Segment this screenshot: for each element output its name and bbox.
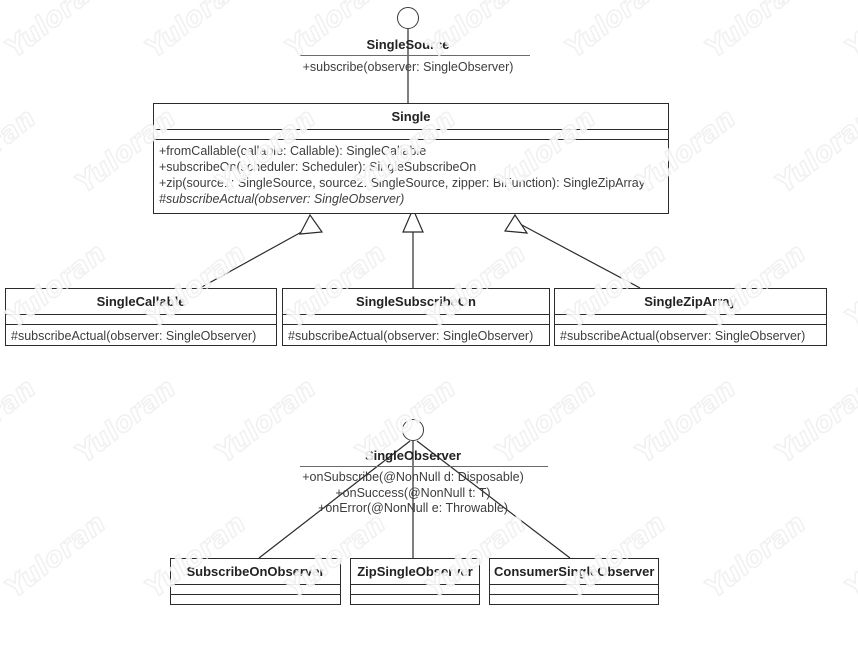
class-methods-single-subscribe-on: #subscribeActual(observer: SingleObserve…: [283, 325, 549, 348]
interface-separator-single-source: [300, 55, 530, 56]
class-method: #subscribeActual(observer: SingleObserve…: [11, 329, 257, 343]
class-separator: [283, 314, 549, 315]
lollipop-circle-single-source: [397, 7, 419, 29]
class-separator: [555, 314, 826, 315]
edge-singlezipar{ray}-to-single: [519, 223, 641, 289]
class-separator: [154, 139, 668, 140]
edge-subscribeonobserver-to-singleobserver: [258, 440, 411, 559]
lollipop-circle-single-observer: [402, 419, 424, 441]
interface-members-single-observer: +onSubscribe(@NonNull d: Disposable) +on…: [293, 470, 533, 517]
class-methods-single-zip-array: #subscribeActual(observer: SingleObserve…: [555, 325, 826, 348]
class-separator: [171, 584, 340, 585]
interface-member: +onError(@NonNull e: Throwable): [318, 501, 508, 515]
interface-separator-single-observer: [300, 466, 548, 467]
class-attributes-consumer-single-observer: [490, 585, 658, 594]
class-method: +zip(source1: SingleSource, source2: Sin…: [159, 176, 646, 190]
class-box-zip-single-observer[interactable]: ZipSingleObserver: [350, 558, 480, 605]
class-box-single[interactable]: Single +fromCallable(callable: Callable)…: [153, 103, 669, 214]
class-separator: [171, 594, 340, 595]
arrowhead-generalization-singlesubscribeon: [402, 207, 424, 233]
class-name-single-zip-array: SingleZipArray: [644, 294, 737, 309]
class-method: +fromCallable(callable: Callable): Singl…: [159, 144, 427, 158]
interface-single-observer: SingleObserver +onSubscribe(@NonNull d: …: [0, 410, 858, 520]
class-attributes-subscribe-on-observer: [171, 585, 340, 594]
interface-member: +onSubscribe(@NonNull d: Disposable): [302, 470, 524, 484]
class-method-abstract: #subscribeActual(observer: SingleObserve…: [159, 192, 405, 206]
class-methods-single-callable: #subscribeActual(observer: SingleObserve…: [6, 325, 276, 348]
class-separator: [555, 324, 826, 325]
class-box-single-zip-array[interactable]: SingleZipArray #subscribeActual(observer…: [554, 288, 827, 346]
class-methods-subscribe-on-observer: [171, 595, 340, 604]
interface-member: +onSuccess(@NonNull t: T): [335, 485, 491, 500]
edge-singlecallable-to-single: [199, 223, 317, 289]
class-attributes-single-zip-array: [555, 315, 826, 324]
interface-member: +subscribe(observer: SingleObserver): [302, 60, 514, 74]
class-name-zip-single-observer: ZipSingleObserver: [357, 564, 473, 579]
interface-name-single-observer: SingleObserver: [364, 448, 462, 463]
class-box-subscribe-on-observer[interactable]: SubscribeOnObserver: [170, 558, 341, 605]
class-separator: [283, 324, 549, 325]
class-separator: [6, 324, 276, 325]
class-name-single-subscribe-on: SingleSubscribeOn: [356, 294, 476, 309]
class-methods-single: +fromCallable(callable: Callable): Singl…: [154, 140, 668, 211]
class-separator: [351, 584, 479, 585]
class-name-single-callable: SingleCallable: [96, 294, 186, 309]
class-separator: [154, 129, 668, 130]
class-separator: [351, 594, 479, 595]
class-separator: [490, 594, 658, 595]
interface-name-single-source: SingleSource: [366, 37, 450, 52]
class-name-consumer-single-observer: ConsumerSingleObserver: [494, 564, 655, 579]
arrowhead-generalization-singlecallable: [298, 213, 324, 235]
class-method: #subscribeActual(observer: SingleObserve…: [288, 329, 534, 343]
class-box-single-callable[interactable]: SingleCallable #subscribeActual(observer…: [5, 288, 277, 346]
class-methods-zip-single-observer: [351, 595, 479, 604]
interface-members-single-source: +subscribe(observer: SingleObserver): [288, 60, 528, 76]
class-box-single-subscribe-on[interactable]: SingleSubscribeOn #subscribeActual(obser…: [282, 288, 550, 346]
edge-consumersingleobserver-to-singleobserver: [416, 440, 571, 559]
class-attributes-single-callable: [6, 315, 276, 324]
class-method: +subscribeOn(scheduler: Scheduler): Sing…: [159, 160, 477, 174]
class-attributes-zip-single-observer: [351, 585, 479, 594]
class-attributes-single-subscribe-on: [283, 315, 549, 324]
class-separator: [6, 314, 276, 315]
class-attributes-single: [154, 130, 668, 139]
interface-single-source: SingleSource +subscribe(observer: Single…: [0, 0, 858, 90]
class-method: #subscribeActual(observer: SingleObserve…: [560, 329, 806, 343]
class-name-subscribe-on-observer: SubscribeOnObserver: [186, 564, 325, 579]
class-name-single: Single: [391, 109, 431, 124]
class-methods-consumer-single-observer: [490, 595, 658, 604]
class-box-consumer-single-observer[interactable]: ConsumerSingleObserver: [489, 558, 659, 605]
arrowhead-generalization-singlezipar: [503, 213, 529, 234]
class-separator: [490, 584, 658, 585]
